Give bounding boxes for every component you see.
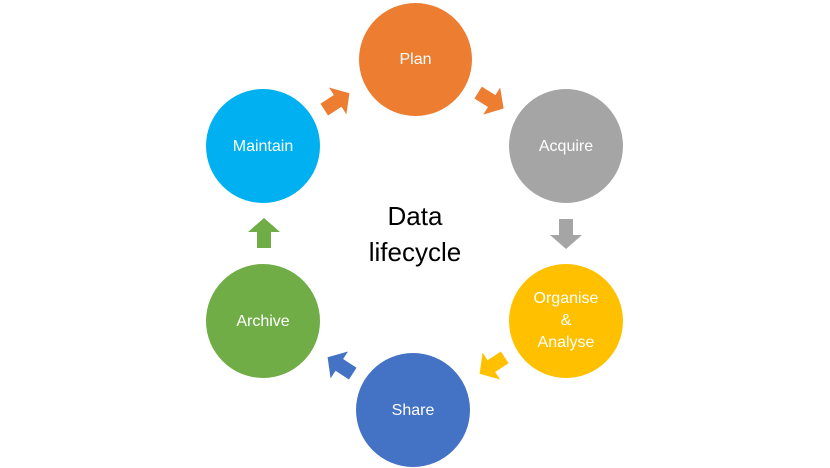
node-share-label: Share bbox=[391, 401, 435, 419]
node-plan: Plan bbox=[359, 3, 472, 116]
node-organise-label-line-2: & bbox=[560, 312, 572, 329]
node-share: Share bbox=[356, 353, 470, 467]
node-acquire: Acquire bbox=[509, 89, 623, 203]
center-title-line-2: lifecycle bbox=[368, 237, 462, 267]
node-organise-label-line-3: Analyse bbox=[537, 334, 595, 351]
arrow-acquire-to-organise bbox=[550, 219, 582, 249]
arrow-organise-to-share bbox=[479, 351, 509, 380]
center-title: Data lifecycle bbox=[330, 198, 500, 270]
node-organise-label-line-1: Organise bbox=[533, 290, 599, 307]
arrow-share-to-archive bbox=[327, 351, 357, 380]
arrow-maintain-to-plan bbox=[320, 87, 350, 116]
node-maintain: Maintain bbox=[206, 89, 320, 203]
arrow-archive-to-maintain bbox=[248, 218, 280, 248]
node-archive-label: Archive bbox=[236, 312, 290, 330]
node-plan-label: Plan bbox=[399, 51, 432, 68]
node-maintain-label: Maintain bbox=[232, 137, 294, 155]
node-archive: Archive bbox=[206, 264, 320, 378]
node-acquire-label: Acquire bbox=[538, 137, 594, 155]
node-organise-analyse: Organise & Analyse bbox=[509, 264, 623, 378]
arrow-plan-to-acquire bbox=[474, 86, 504, 115]
center-title-line-1: Data bbox=[387, 201, 443, 231]
